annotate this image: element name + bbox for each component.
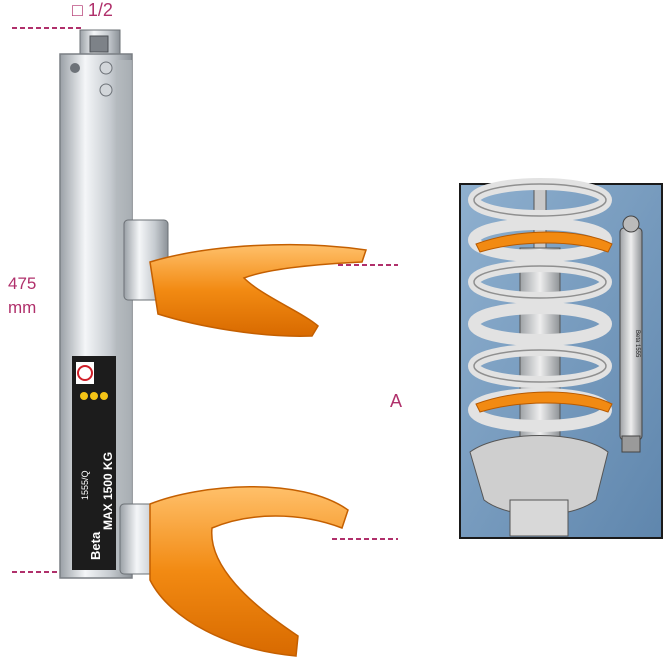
tool-label-panel: Beta MAX 1500 KG 1555/Q xyxy=(72,356,116,570)
rivet-icon xyxy=(99,61,113,75)
square-drive-label: □ 1/2 xyxy=(72,0,113,20)
square-drive xyxy=(79,29,121,57)
length-dimension-label: 475 mm xyxy=(8,272,36,320)
tool-brand-text: Beta xyxy=(88,531,103,560)
tool-capacity-text: MAX 1500 KG xyxy=(101,452,115,530)
marker-a-label: A xyxy=(390,391,403,411)
inset-brand-text: Beta 1555 xyxy=(634,330,640,358)
safety-icon xyxy=(80,392,88,400)
rivet-icon xyxy=(70,63,80,73)
lower-jaw xyxy=(149,486,349,657)
inset-lower-jaw xyxy=(475,391,613,413)
safety-icon xyxy=(100,392,108,400)
upper-jaw xyxy=(149,243,367,337)
rivet-icon xyxy=(99,83,113,97)
no-entry-icon xyxy=(77,365,93,381)
safety-icon xyxy=(90,392,98,400)
length-unit: mm xyxy=(8,298,37,317)
tool-model-text: 1555/Q xyxy=(80,470,90,500)
length-value: 475 xyxy=(8,274,37,293)
inset-illustration: Beta 1555 xyxy=(459,178,663,539)
inset-upper-jaw xyxy=(475,231,613,253)
